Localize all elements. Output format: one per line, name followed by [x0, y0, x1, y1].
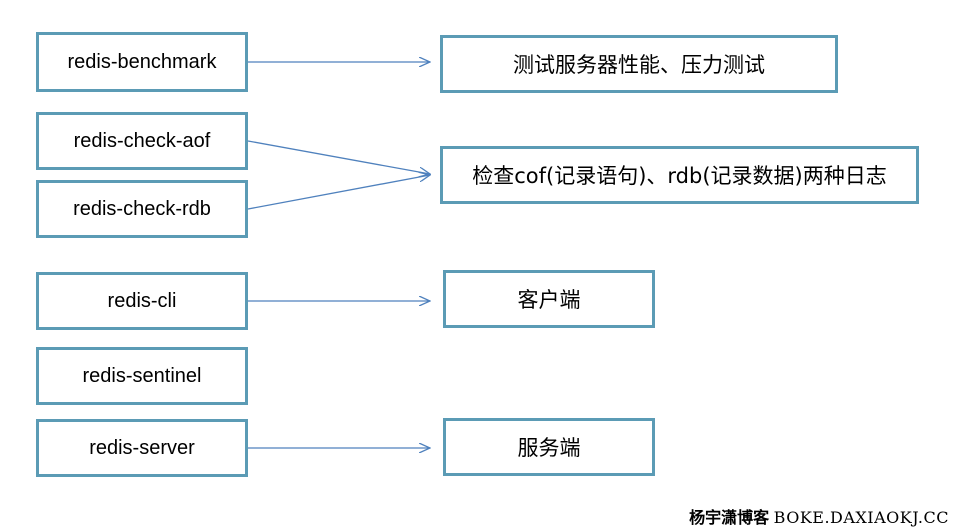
- tool-redis-check-aof: redis-check-aof: [36, 112, 248, 170]
- watermark-cn: 杨宇潇博客: [689, 510, 770, 527]
- desc-label: 测试服务器性能、压力测试: [513, 53, 765, 77]
- tool-label: redis-check-rdb: [73, 197, 211, 220]
- tool-label: redis-server: [89, 436, 195, 459]
- tool-redis-cli: redis-cli: [36, 272, 248, 330]
- desc-check: 检查cof(记录语句)、rdb(记录数据)两种日志: [440, 146, 919, 204]
- desc-label: 服务端: [517, 436, 581, 460]
- tool-label: redis-sentinel: [82, 364, 202, 387]
- desc-benchmark: 测试服务器性能、压力测试: [440, 35, 838, 93]
- tool-redis-sentinel: redis-sentinel: [36, 347, 248, 405]
- watermark: 杨宇潇博客 BOKE.DAXIAOKJ.CC: [689, 504, 949, 528]
- tool-label: redis-benchmark: [67, 50, 217, 73]
- desc-server: 服务端: [443, 418, 655, 476]
- tool-label: redis-cli: [107, 289, 177, 312]
- watermark-en: BOKE.DAXIAOKJ.CC: [773, 508, 949, 527]
- tool-redis-benchmark: redis-benchmark: [36, 32, 248, 92]
- tool-label: redis-check-aof: [73, 129, 211, 152]
- tool-redis-check-rdb: redis-check-rdb: [36, 180, 248, 238]
- arrow-check-aof: [247, 140, 430, 174]
- arrow-check-rdb: [247, 175, 430, 210]
- desc-label: 客户端: [517, 288, 581, 312]
- desc-client: 客户端: [443, 270, 655, 328]
- tool-redis-server: redis-server: [36, 419, 248, 477]
- desc-label: 检查cof(记录语句)、rdb(记录数据)两种日志: [472, 164, 887, 188]
